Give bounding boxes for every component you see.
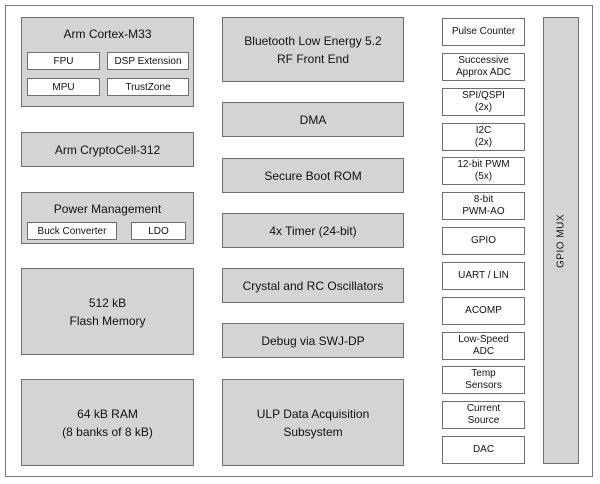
gpio-mux-label: GPIO MUX <box>555 213 567 268</box>
pwm-12bit-block: 12-bit PWM (5x) <box>442 157 525 185</box>
timer-block: 4x Timer (24-bit) <box>222 213 404 248</box>
pulse-counter-block: Pulse Counter <box>442 18 525 46</box>
fpu-block: FPU <box>27 52 100 70</box>
dma-block: DMA <box>222 102 404 137</box>
oscillators-block: Crystal and RC Oscillators <box>222 268 404 303</box>
debug-swj-dp-block: Debug via SWJ-DP <box>222 323 404 358</box>
flash-memory-block: 512 kB Flash Memory <box>21 268 194 355</box>
arm-cryptocell-block: Arm CryptoCell-312 <box>21 132 194 167</box>
uart-lin-block: UART / LIN <box>442 262 525 290</box>
sar-adc-block: Successive Approx ADC <box>442 53 525 81</box>
gpio-mux-block: GPIO MUX <box>543 17 579 464</box>
temp-sensors-block: Temp Sensors <box>442 366 525 394</box>
buck-converter-block: Buck Converter <box>27 222 117 240</box>
ble-rf-front-end-block: Bluetooth Low Energy 5.2 RF Front End <box>222 17 404 82</box>
ulp-data-acquisition-block: ULP Data Acquisition Subsystem <box>222 379 404 466</box>
dac-block: DAC <box>442 436 525 464</box>
pwm-ao-block: 8-bit PWM-AO <box>442 192 525 220</box>
ram-block: 64 kB RAM (8 banks of 8 kB) <box>21 379 194 466</box>
gpio-block: GPIO <box>442 227 525 255</box>
acomp-block: ACOMP <box>442 297 525 325</box>
power-management-title: Power Management <box>53 202 162 216</box>
mpu-block: MPU <box>27 78 100 96</box>
secure-boot-rom-block: Secure Boot ROM <box>222 158 404 193</box>
arm-cortex-m33-title: Arm Cortex-M33 <box>63 27 152 41</box>
trustzone-block: TrustZone <box>107 78 189 96</box>
current-source-block: Current Source <box>442 401 525 429</box>
dsp-extension-block: DSP Extension <box>107 52 189 70</box>
i2c-block: I2C (2x) <box>442 123 525 151</box>
low-speed-adc-block: Low-Speed ADC <box>442 332 525 360</box>
spi-qspi-block: SPI/QSPI (2x) <box>442 88 525 116</box>
ldo-block: LDO <box>131 222 186 240</box>
